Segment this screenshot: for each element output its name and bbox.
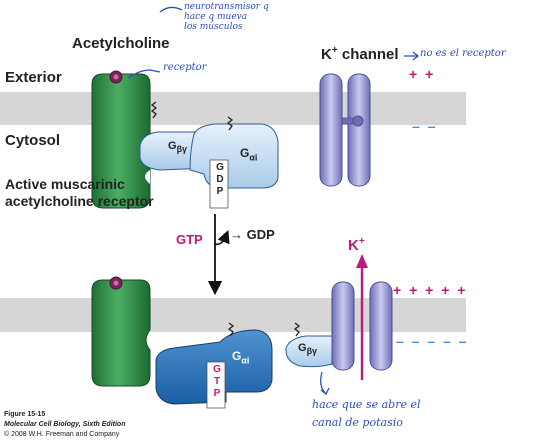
channel-plug-ball [352, 115, 364, 127]
exterior-label: Exterior [5, 69, 62, 86]
muscarinic-receptor [91, 73, 151, 209]
figure-book: Molecular Cell Biology, Sixth Edition [4, 421, 126, 428]
gdp-slot [209, 159, 229, 209]
k-channel-left-top [319, 73, 343, 187]
g-alpha-i-label-top: Gαi [240, 146, 258, 163]
k-channel-label: K+ channel [321, 45, 399, 63]
receptor-caption-line1: Active muscarinic [5, 176, 125, 192]
note-channel-opens: hace que se abre el canal de potasio [312, 398, 421, 429]
note-receptor: receptor [163, 62, 207, 73]
note-neurotransmitter: neurotransmisor q hace q mueva los múscu… [184, 2, 269, 32]
gdp-label: → GDP [230, 227, 275, 242]
k-channel-right-top [347, 73, 371, 187]
g-beta-gamma-label-bottom: Gβγ [298, 342, 318, 357]
lipid-anchor-2 [226, 116, 234, 131]
receptor-notch [145, 170, 150, 184]
charges-bottom-negative: – – – – – [396, 333, 469, 349]
k-flow-arrowhead [356, 254, 368, 268]
acetylcholine-bottom-highlight [113, 280, 119, 286]
acetylcholine-highlight [113, 74, 119, 80]
lipid-anchor-4 [293, 322, 301, 337]
charges-top-positive: + + [409, 66, 436, 82]
charges-bottom-positive: + + + + + [393, 282, 468, 298]
gtp-label: GTP [176, 232, 203, 247]
lipid-anchor-1 [150, 101, 158, 119]
cytosol-label: Cytosol [5, 132, 61, 149]
g-beta-gamma-bottom [285, 335, 333, 368]
k-ion-label: K+ [348, 236, 365, 254]
figure-number: Figure 15-15 [4, 411, 46, 418]
g-beta-gamma-label-top: Gβγ [168, 140, 188, 155]
note-arrow-k-channel [404, 51, 420, 61]
membrane-bottom [0, 298, 466, 332]
membrane-top [0, 92, 466, 125]
gdp-vertical-label: G D P [216, 162, 224, 197]
gtp-vertical-label: G T P [213, 364, 221, 399]
note-arrow-receptor [127, 69, 161, 79]
acetylcholine-label: Acetylcholine [72, 35, 170, 52]
g-alpha-i-top [189, 123, 279, 189]
lipid-anchor-3 [227, 322, 235, 337]
receptor-caption-line2: acetylcholine receptor [5, 193, 154, 209]
k-channel-left-bottom [331, 281, 355, 371]
charges-top-negative: – – [412, 118, 438, 134]
figure-copyright: © 2008 W.H. Freeman and Company [4, 431, 120, 438]
note-arrow-neurotransmitter [159, 6, 183, 13]
k-channel-right-bottom [369, 281, 393, 371]
gtp-slot [206, 361, 226, 409]
receptor-bottom [91, 279, 151, 387]
note-arrow-opens [320, 371, 330, 396]
note-not-receptor: no es el receptor [420, 48, 506, 59]
g-alpha-i-label-bottom: Gαi [232, 349, 250, 366]
